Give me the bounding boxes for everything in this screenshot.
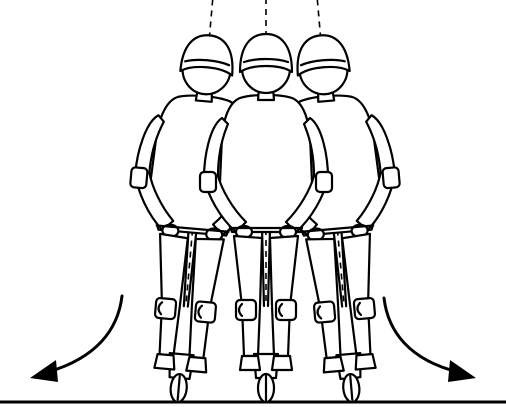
turn-left-arrow-icon (30, 296, 122, 382)
turn-right-arrow-icon (384, 298, 476, 382)
